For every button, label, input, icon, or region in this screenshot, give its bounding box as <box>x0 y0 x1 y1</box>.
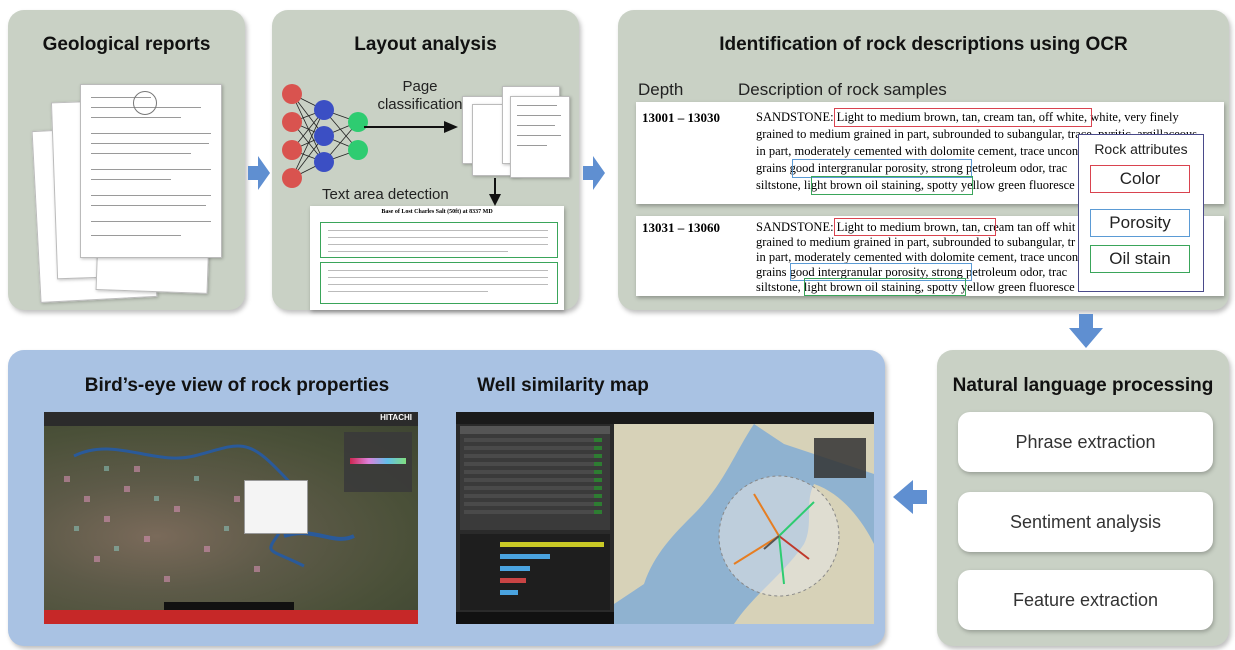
text-region-1 <box>320 222 558 258</box>
river-overlay <box>64 444 355 582</box>
depth-value: 13001 – 13030 <box>642 110 720 125</box>
color-highlight <box>834 218 996 236</box>
text-area-detection-label: Text area detection <box>322 186 449 203</box>
description-line: SANDSTONE: Light to medium brown, tan, c… <box>756 110 1179 124</box>
well-similarity-title: Well similarity map <box>477 375 649 396</box>
similarity-map <box>614 424 874 624</box>
nlp-title: Natural language processing <box>952 375 1214 396</box>
geological-reports-title: Geological reports <box>42 34 211 55</box>
feature-extraction-box: Feature extraction <box>958 570 1213 630</box>
color-highlight <box>834 108 1092 127</box>
brand-logo: HITACHI <box>380 413 412 422</box>
rock-attributes-title: Rock attributes <box>1094 141 1188 157</box>
ocr-title: Identification of rock descriptions usin… <box>719 34 1128 55</box>
description-header: Description of rock samples <box>738 80 947 99</box>
arrow-right-icon <box>248 156 270 190</box>
birds-eye-map-screenshot: HITACHI <box>44 412 418 624</box>
description-line: siltstone, light brown oil staining, spo… <box>756 280 1075 294</box>
ocr-panel: Identification of rock descriptions usin… <box>618 10 1229 310</box>
report-seal-icon <box>133 91 157 115</box>
porosity-highlight <box>792 159 972 178</box>
doc-header: Base of Lost Charles Salt (50ft) at 8337… <box>381 209 493 215</box>
well-table <box>460 426 610 530</box>
description-line: grained to medium grained in part, subro… <box>756 235 1076 249</box>
neural-network-icon <box>282 84 368 188</box>
porosity-highlight <box>790 263 972 281</box>
classified-page-4 <box>510 96 570 178</box>
arrow-down-icon <box>1069 314 1103 348</box>
depth-value: 13031 – 13060 <box>642 220 720 235</box>
attr-color: Color <box>1090 165 1190 193</box>
map-land <box>614 424 874 624</box>
arrow-left-icon <box>893 480 927 514</box>
description-line: in part, moderately cemented with dolomi… <box>756 144 1079 158</box>
description-line: grains good intergranular porosity, stro… <box>756 265 1068 279</box>
arrow-right-icon <box>364 121 458 133</box>
description-line: in part, moderately cemented with dolomi… <box>756 250 1079 264</box>
layout-analysis-title: Layout analysis <box>354 34 497 55</box>
report-page-front <box>80 84 222 258</box>
well-similarity-screenshot <box>456 412 874 624</box>
arrow-right-icon <box>583 156 605 190</box>
phrase-extraction-box: Phrase extraction <box>958 412 1213 472</box>
depth-header: Depth <box>638 80 684 99</box>
geological-reports-panel: Geological reports <box>8 10 245 310</box>
text-region-2 <box>320 262 558 304</box>
color-legend-panel <box>344 432 412 492</box>
page-classification-label: Page classification <box>377 78 463 113</box>
attr-porosity: Porosity <box>1090 209 1190 237</box>
description-line: siltstone, light brown oil staining, spo… <box>756 178 1075 192</box>
arrow-down-icon <box>489 178 501 206</box>
rock-attributes-box: Rock attributes Color Porosity Oil stain <box>1078 134 1204 292</box>
info-popup <box>244 480 308 534</box>
text-detection-document: Base of Lost Charles Salt (50ft) at 8337… <box>310 206 564 310</box>
oil-stain-highlight <box>804 278 966 296</box>
visualization-panel: Bird’s-eye view of rock properties Well … <box>8 350 885 646</box>
layout-analysis-panel: Layout analysis Page classification Text… <box>272 10 579 310</box>
sentiment-analysis-box: Sentiment analysis <box>958 492 1213 552</box>
oil-stain-highlight <box>811 176 973 195</box>
attr-oil-stain: Oil stain <box>1090 245 1190 273</box>
similarity-bar-chart <box>460 534 610 610</box>
description-line: grains good intergranular porosity, stro… <box>756 161 1068 175</box>
birds-eye-title: Bird’s-eye view of rock properties <box>84 375 390 396</box>
